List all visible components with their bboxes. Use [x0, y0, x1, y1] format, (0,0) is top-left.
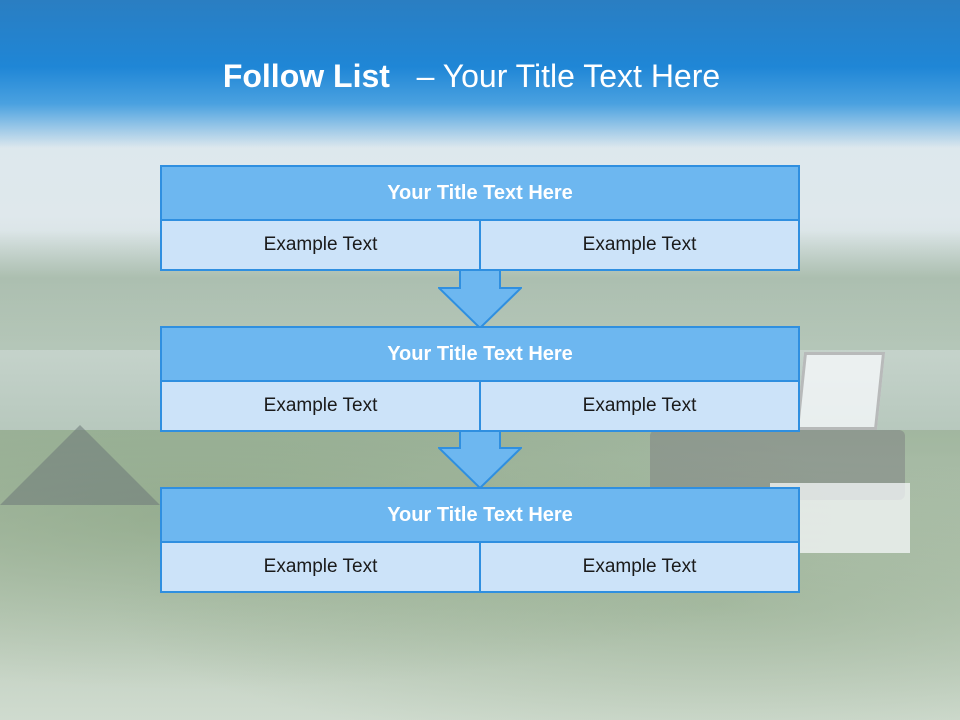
- step-cell-left: Example Text: [160, 221, 481, 271]
- down-arrow-icon: [438, 270, 522, 330]
- step-box-3: Your Title Text Here Example Text Exampl…: [160, 487, 800, 593]
- step-row: Example Text Example Text: [160, 221, 800, 271]
- step-row: Example Text Example Text: [160, 382, 800, 432]
- step-title: Your Title Text Here: [160, 165, 800, 221]
- slide-title-rest: – Your Title Text Here: [416, 58, 721, 94]
- slide-title: Follow List – Your Title Text Here: [0, 52, 943, 100]
- step-box-2: Your Title Text Here Example Text Exampl…: [160, 326, 800, 432]
- down-arrow-icon: [438, 430, 522, 490]
- step-cell-right: Example Text: [481, 221, 800, 271]
- step-cell-right: Example Text: [481, 382, 800, 432]
- step-title: Your Title Text Here: [160, 326, 800, 382]
- step-cell-left: Example Text: [160, 382, 481, 432]
- step-title: Your Title Text Here: [160, 487, 800, 543]
- step-row: Example Text Example Text: [160, 543, 800, 593]
- title-bar: [0, 0, 960, 148]
- background-tent: [0, 425, 160, 505]
- slide-title-bold: Follow List: [222, 58, 390, 94]
- step-cell-left: Example Text: [160, 543, 481, 593]
- background-laptop: [795, 352, 886, 430]
- step-cell-right: Example Text: [481, 543, 800, 593]
- step-box-1: Your Title Text Here Example Text Exampl…: [160, 165, 800, 271]
